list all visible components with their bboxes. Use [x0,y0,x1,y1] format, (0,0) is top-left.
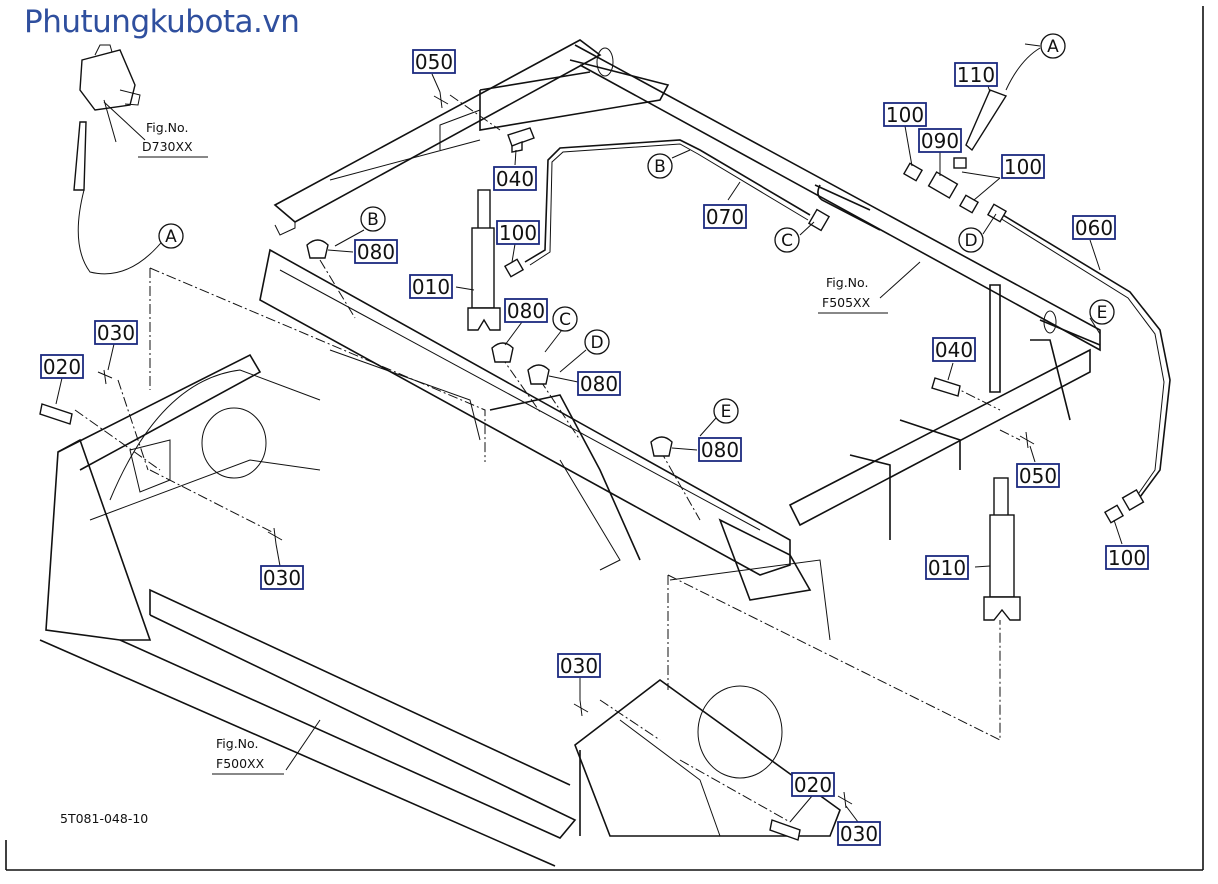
callout-b-left: B [360,206,386,232]
main-frame-drawing [39,248,841,867]
part-label-080-e: 080 [698,437,742,462]
part-number: 100 [499,221,537,245]
part-number: 030 [560,654,598,678]
clamps [306,239,673,457]
callout-e-left: E [713,398,739,424]
part-label-100-right: 100 [1105,545,1149,570]
part-number: 080 [701,438,739,462]
part-number: 110 [957,63,995,87]
fig-ref-line1: Fig.No. [826,275,868,290]
fittings [503,157,1145,524]
callout-letter: E [721,402,732,422]
part-label-080-c: 080 [504,298,548,323]
fig-ref-line2: F505XX [822,295,871,310]
pipe-070 [524,139,831,266]
leader-lines [55,43,1123,823]
fig-ref-f505xx: Fig.No. F505XX [818,275,888,314]
part-label-080-d: 080 [577,371,621,396]
part-number: 080 [580,372,618,396]
part-label-050-top: 050 [412,49,456,74]
part-number: 100 [1108,546,1146,570]
callout-letter: A [165,227,177,247]
part-label-010-right: 010 [925,555,969,580]
callout-letter: D [590,333,603,353]
part-number: 020 [794,773,832,797]
callout-letter: E [1097,303,1108,323]
part-number: 010 [928,556,966,580]
fig-ref-line1: Fig.No. [216,736,258,751]
part-number: 030 [97,321,135,345]
pipe-060 [997,211,1171,501]
callout-a-right: A [1040,33,1066,59]
callout-letter: B [367,210,379,230]
part-number: 080 [507,299,545,323]
callout-e-right: E [1089,299,1115,325]
valve-assembly [73,44,166,275]
part-label-030-bottom-mid: 030 [557,653,601,678]
part-label-080-b: 080 [354,239,398,264]
part-number: 090 [921,129,959,153]
callout-letter: C [559,310,571,330]
part-label-030-bottom-right: 030 [837,821,881,846]
part-number: 040 [935,338,973,362]
pipe-110 [965,47,1041,152]
part-number: 100 [886,103,924,127]
fig-ref-line2: D730XX [142,139,193,154]
upper-frame-drawing [273,39,1101,540]
part-label-090: 090 [918,128,962,153]
part-label-100-mid: 100 [1001,154,1045,179]
part-label-110: 110 [954,62,998,87]
part-number: 050 [1019,464,1057,488]
part-label-020-left: 020 [40,354,84,379]
part-label-030-top-left: 030 [94,320,138,345]
part-label-100-left: 100 [496,220,540,245]
fig-ref-line1: Fig.No. [146,120,188,135]
part-label-040-top: 040 [493,166,537,191]
cylinder-010-right [983,477,1021,621]
part-label-030-mid: 030 [260,565,304,590]
fig-ref-line2: F500XX [216,756,265,771]
callout-letter: C [781,231,793,251]
callout-letter: B [654,157,666,177]
drawing-code: 5T081-048-10 [60,811,148,826]
part-number: 010 [412,275,450,299]
part-label-100-top: 100 [883,102,927,127]
fig-ref-f500xx: Fig.No. F500XX [212,736,284,775]
part-label-060: 060 [1072,215,1116,240]
callout-c-right: C [774,227,800,253]
part-number: 040 [496,167,534,191]
callout-c-left: C [552,306,578,332]
part-number: 030 [840,822,878,846]
part-number: 070 [706,205,744,229]
pins-and-clips [39,91,1035,841]
part-label-050-right: 050 [1016,463,1060,488]
site-watermark: Phutungkubota.vn [24,4,300,40]
part-label-020-right: 020 [791,772,835,797]
part-label-010-left: 010 [409,274,453,299]
callout-letter: A [1047,37,1059,57]
callout-d-right: D [958,227,984,253]
part-number: 100 [1004,155,1042,179]
part-label-070: 070 [703,204,747,229]
callout-letter: D [964,231,977,251]
part-number: 060 [1075,216,1113,240]
part-number: 050 [415,50,453,74]
part-number: 030 [263,566,301,590]
callout-b-right: B [647,153,673,179]
part-number: 080 [357,240,395,264]
part-label-040-right: 040 [932,337,976,362]
part-number: 020 [43,355,81,379]
fig-ref-d730xx: Fig.No. D730XX [138,120,208,158]
page-border [5,6,1204,871]
callout-a-left: A [158,223,184,249]
callout-d-left: D [584,329,610,355]
cylinder-010-left [467,189,501,331]
